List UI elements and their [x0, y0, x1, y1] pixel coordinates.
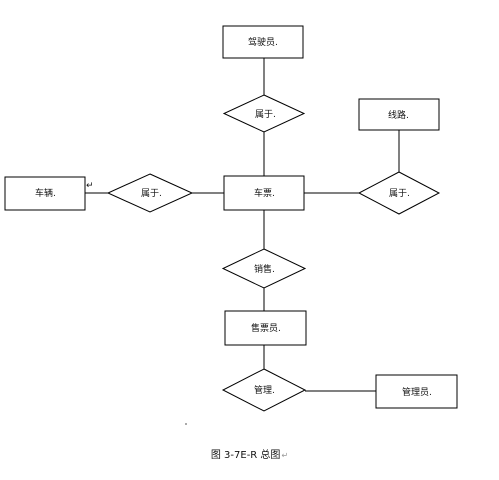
relation-vehicle-ticket: [106, 173, 194, 213]
paragraph-mark: ↵: [281, 451, 289, 460]
entity-seller-label: 售票员.: [251, 322, 281, 334]
relation-ticket-driver-label: 属于.: [255, 109, 276, 120]
relation-vehicle-ticket-label: 属于.: [141, 188, 162, 199]
entity-route: [358, 98, 440, 131]
relation-seller-manager: [221, 368, 307, 412]
vehicle-paragraph-mark: ↵: [86, 181, 94, 191]
relation-ticket-route: [357, 171, 441, 215]
entity-route-label: 线路.: [388, 109, 409, 121]
entity-driver: [222, 25, 304, 59]
relation-ticket-seller: [221, 248, 307, 289]
relation-ticket-route-label: 属于.: [389, 188, 410, 199]
relation-seller-manager-label: 管理.: [254, 384, 275, 396]
entity-vehicle-label: 车辆.: [35, 187, 56, 199]
entity-ticket: [223, 175, 305, 211]
entity-vehicle: [4, 176, 86, 211]
entity-seller: [224, 310, 307, 346]
entity-manager-label: 管理员.: [402, 386, 432, 398]
entity-driver-label: 驾驶员.: [248, 36, 278, 48]
entity-manager: [375, 374, 458, 409]
relation-ticket-seller-label: 销售.: [254, 263, 275, 275]
figure-caption-text: 图 3-7E-R 总图: [210, 450, 281, 461]
figure-caption: 图 3-7E-R 总图↵: [0, 446, 499, 461]
relation-ticket-driver: [222, 94, 306, 133]
entity-ticket-label: 车票.: [254, 187, 275, 199]
stray-dot: [185, 423, 187, 425]
